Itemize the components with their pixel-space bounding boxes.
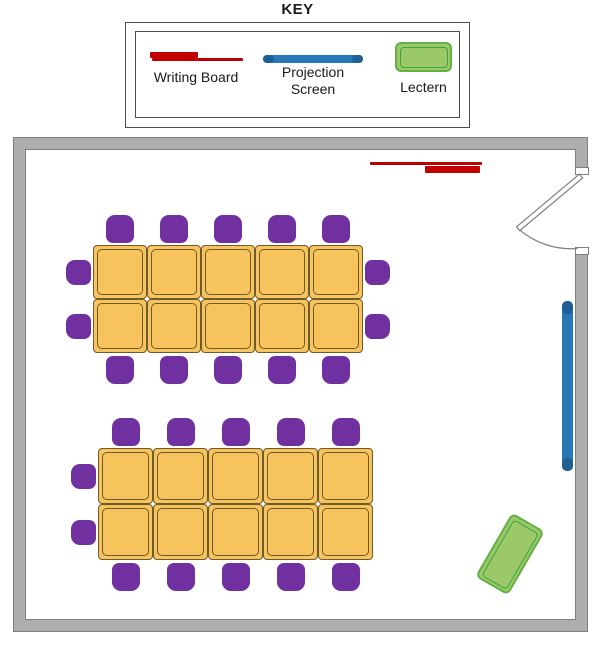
writing-board-icon: [150, 52, 198, 58]
projection-screen-icon: [263, 55, 363, 63]
key-label-projection-screen: Projection Screen: [281, 64, 345, 97]
table: [208, 504, 263, 560]
chair: [268, 215, 296, 243]
chair: [71, 463, 96, 489]
table: [147, 245, 201, 299]
key-label-writing-board: Writing Board: [153, 69, 239, 85]
table: [309, 299, 363, 353]
key-label-lectern: Lectern: [400, 79, 447, 95]
chair: [166, 563, 195, 591]
table: [201, 245, 255, 299]
chair: [160, 356, 188, 384]
writing-board-icon: [152, 58, 243, 61]
chair: [268, 356, 296, 384]
key-title: KEY: [281, 1, 314, 18]
chair: [160, 215, 188, 243]
chair: [221, 418, 250, 446]
table: [309, 245, 363, 299]
chair: [365, 313, 390, 339]
table: [98, 448, 153, 504]
table: [153, 504, 208, 560]
chair: [71, 519, 96, 545]
table: [318, 504, 373, 560]
chair: [365, 259, 390, 285]
chair: [221, 563, 250, 591]
chair: [66, 313, 91, 339]
chair: [111, 563, 140, 591]
table: [93, 245, 147, 299]
table: [208, 448, 263, 504]
door-hinge-block: [575, 167, 589, 175]
chair: [214, 215, 242, 243]
chair: [111, 418, 140, 446]
table: [255, 245, 309, 299]
chair: [106, 215, 134, 243]
projection-screen: [562, 301, 573, 471]
chair: [66, 259, 91, 285]
table: [201, 299, 255, 353]
chair: [276, 563, 305, 591]
table: [263, 448, 318, 504]
lectern-icon: [395, 42, 452, 72]
chair: [322, 356, 350, 384]
writing-board-icon: [425, 166, 480, 173]
chair: [322, 215, 350, 243]
table: [98, 504, 153, 560]
chair: [276, 418, 305, 446]
table: [318, 448, 373, 504]
writing-board-icon: [370, 162, 482, 165]
door-opening: [573, 172, 591, 250]
chair: [106, 356, 134, 384]
table: [263, 504, 318, 560]
chair: [214, 356, 242, 384]
chair: [166, 418, 195, 446]
table: [153, 448, 208, 504]
door-strike-block: [575, 247, 589, 255]
table: [147, 299, 201, 353]
chair: [331, 563, 360, 591]
table: [93, 299, 147, 353]
table: [255, 299, 309, 353]
chair: [331, 418, 360, 446]
